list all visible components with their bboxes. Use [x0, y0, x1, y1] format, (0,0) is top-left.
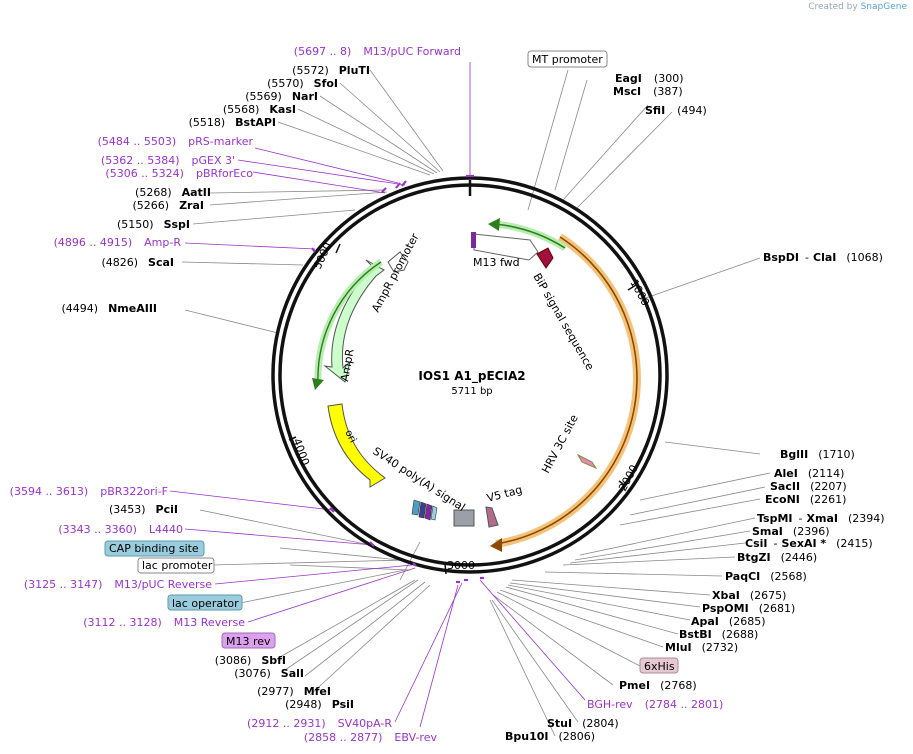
primer-prs-marker: (5484 .. 5503)pRS-marker	[98, 135, 254, 148]
primer-m13puc-reverse: (3125 .. 3147)M13/pUC Reverse	[24, 578, 212, 591]
label-mt-promoter: MT promoter	[532, 53, 603, 66]
site-paqci: PaqCI(2568)	[725, 570, 807, 583]
ruler-ticks	[288, 243, 637, 575]
site-mlui: MluI(2732)	[665, 641, 738, 654]
feature-label-ampr: AmpR	[338, 348, 357, 383]
site-btgzi: BtgZI(2446)	[737, 551, 817, 564]
feature-label-hrv3c: HRV 3C site	[539, 412, 581, 475]
features	[312, 218, 641, 552]
site-pmei: PmeI(2768)	[619, 679, 697, 692]
feature-hrv3c	[576, 453, 598, 470]
site-alei: AleI(2114)	[774, 467, 844, 480]
plasmid-name: IOS1 A1_pECIA2	[418, 369, 525, 384]
site-sali: (3076)SalI	[234, 667, 304, 680]
feature-lac-blocks	[411, 499, 438, 521]
primer-m13-reverse: (3112 .. 3128)M13 Reverse	[83, 616, 245, 629]
label-6xhis: 6xHis	[644, 660, 675, 673]
primer-sv40pa-r: (2912 .. 2931)SV40pA-R	[247, 717, 392, 730]
label-m13rev-box: M13 rev	[226, 635, 271, 648]
site-aatii: (5268)AatII	[135, 186, 211, 199]
site-apai: ApaI(2685)	[691, 615, 765, 628]
primer-leader-lines	[169, 62, 586, 728]
feature-label-m13fwd: M13 fwd	[473, 256, 520, 269]
feature-label-ori: ori	[342, 428, 358, 445]
site-sspi: (5150)SspI	[117, 218, 190, 231]
leader-lines	[181, 69, 771, 737]
primer-l4440: (3343 .. 3360)L4440	[58, 523, 183, 536]
site-sacii: SacII(2207)	[770, 480, 847, 493]
site-tspmi: TspMI-XmaI(2394)	[757, 512, 885, 525]
site-smai: SmaI(2396)	[752, 525, 829, 538]
label-cap-site: CAP binding site	[109, 542, 199, 555]
tick-3000: 3000	[447, 559, 475, 572]
site-pcii: (3453)PciI	[109, 503, 178, 516]
site-nari: (5569)NarI	[245, 90, 318, 103]
site-bstbi: BstBI(2688)	[679, 628, 758, 641]
site-bspdi: BspDI-ClaI(1068)	[763, 251, 883, 264]
site-scai: (4826)ScaI	[101, 256, 174, 269]
site-mfei: (2977)MfeI	[257, 685, 331, 698]
primer-amp-r: (4896 .. 4915)Amp-R	[54, 236, 182, 249]
feature-bip-signal	[536, 247, 554, 269]
label-lac-operator: lac operator	[172, 597, 239, 610]
site-bpu10i: Bpu10I(2806)	[505, 730, 595, 743]
snapgene-brand: SnapGene	[860, 2, 907, 12]
site-pluti: (5572)PluTI	[292, 64, 370, 77]
site-sbfi: (3086)SbfI	[215, 654, 286, 667]
primer-pgex3: (5362 .. 5384)pGEX 3'	[101, 154, 235, 167]
feature-label-bip: BiP signal sequence	[530, 271, 596, 373]
site-bglii: BglII(1710)	[780, 448, 855, 461]
feature-ampr-promoter	[387, 251, 409, 273]
site-bstapi: (5518)BstAPI	[189, 116, 276, 129]
site-csii: CsiI-SexAI *(2415)	[745, 537, 873, 550]
feature-ori	[327, 403, 386, 488]
snapgene-credit: Created by SnapGene	[808, 2, 907, 12]
boxed-labels: MT promoter CAP binding site lac promote…	[104, 50, 679, 674]
feature-v5	[485, 506, 499, 528]
label-lac-promoter: lac promoter	[142, 559, 213, 572]
feature-sv40-grey	[453, 509, 475, 527]
site-eagi: EagI(300)	[615, 72, 684, 85]
primer-ebv-rev: (2858 .. 2877)EBV-rev	[304, 731, 438, 744]
site-kasi: (5568)KasI	[223, 103, 296, 116]
primer-pbr322ori: (3594 .. 3613)pBR322ori-F	[10, 485, 168, 498]
site-msci: MscI(387)	[613, 85, 683, 98]
site-sfii: SfiI(494)	[645, 104, 707, 117]
primer-m13puc-forward: (5697 .. 8)M13/pUC Forward	[294, 45, 461, 58]
backbone-outer	[271, 176, 669, 574]
primer-bgh-rev: BGH-rev(2784 .. 2801)	[587, 698, 723, 711]
site-psii: (2948)PsiI	[285, 698, 354, 711]
site-stui: StuI(2804)	[547, 717, 619, 730]
plasmid-size: 5711 bp	[451, 386, 492, 397]
primer-marks	[311, 174, 484, 584]
site-pspomi: PspOMI(2681)	[702, 602, 795, 615]
site-xbai: XbaI(2675)	[712, 589, 786, 602]
site-zrai: (5266)ZraI	[133, 199, 205, 212]
feature-label-v5: V5 tag	[485, 483, 523, 505]
site-econi: EcoNI(2261)	[765, 493, 846, 506]
site-nmeaiii: (4494)NmeAIII	[62, 302, 158, 315]
primer-pbrforeco: (5306 .. 5324)pBRforEco	[105, 167, 253, 180]
site-sfoi: (5570)SfoI	[267, 77, 338, 90]
